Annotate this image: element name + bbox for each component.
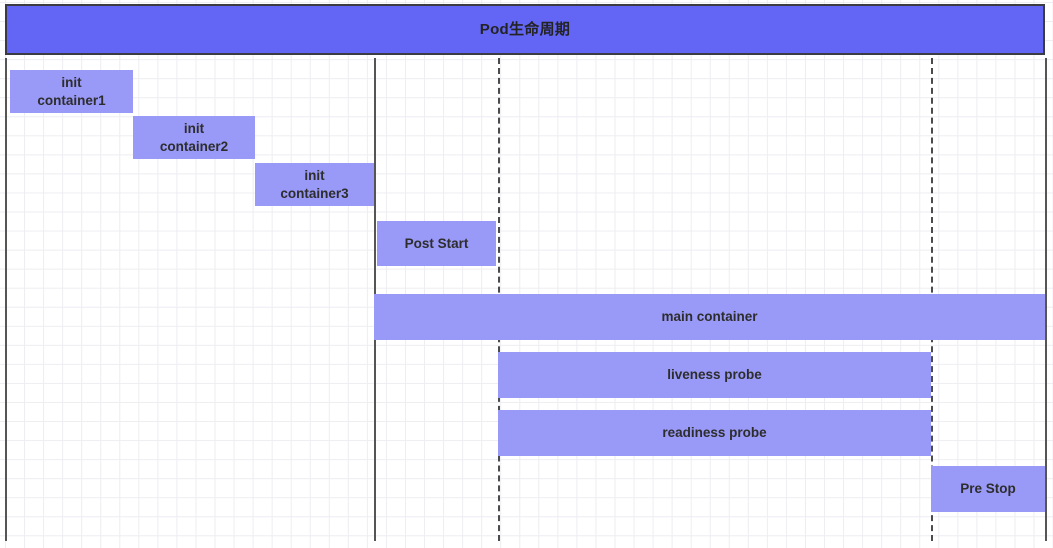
bar-label-init-container2: init container2 [159,121,229,154]
rule-pod-left-boundary [5,58,7,541]
bar-label-liveness-probe: liveness probe [667,367,762,383]
bar-label-post-start: Post Start [404,235,469,251]
bar-post-start[interactable]: Post Start [377,221,496,266]
diagram-title-banner: Pod生命周期 [5,4,1045,55]
bar-init-container1[interactable]: init container1 [10,70,133,113]
bar-init-container3[interactable]: init container3 [255,163,374,206]
bar-liveness-probe[interactable]: liveness probe [498,352,931,398]
bar-label-pre-stop: Pre Stop [960,481,1016,497]
bar-init-container2[interactable]: init container2 [133,116,255,159]
bar-label-init-container1: init container1 [37,75,106,108]
bar-label-main-container: main container [661,309,758,325]
bar-label-init-container3: init container3 [280,168,349,201]
bar-main-container[interactable]: main container [374,294,1045,340]
bar-pre-stop[interactable]: Pre Stop [931,466,1045,512]
bar-readiness-probe[interactable]: readiness probe [498,410,931,456]
page-title: Pod生命周期 [479,21,571,38]
bar-label-readiness-probe: readiness probe [662,425,767,441]
rule-pod-right-boundary [1045,58,1047,541]
